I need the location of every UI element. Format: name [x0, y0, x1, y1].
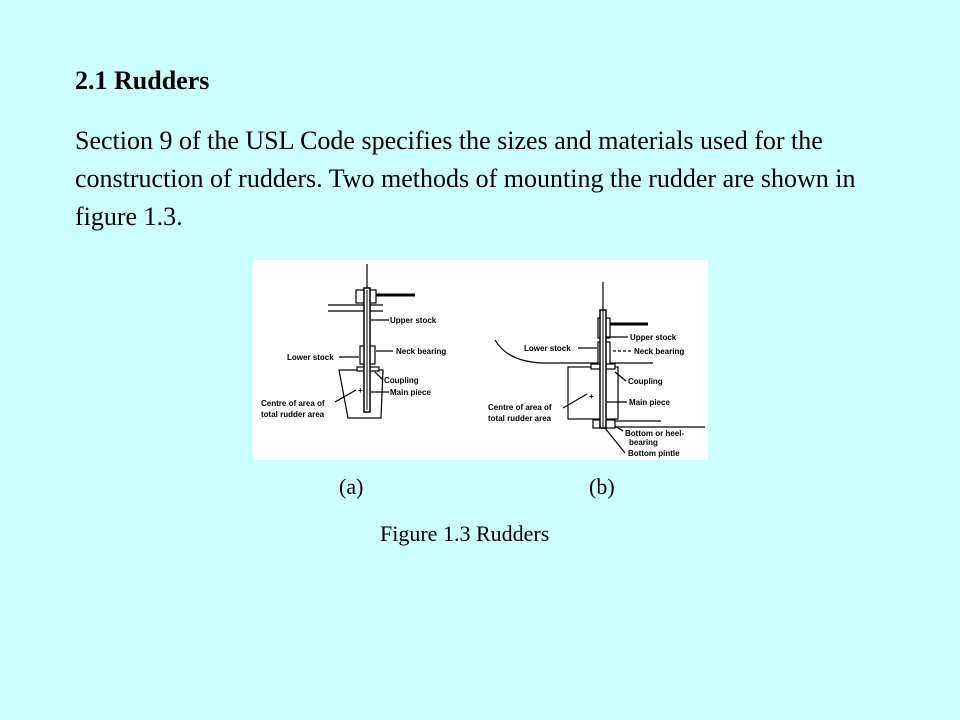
figure-caption: Figure 1.3 Rudders — [380, 521, 550, 546]
label-neck-bearing-a: Neck bearing — [396, 347, 446, 356]
label-lower-stock-b: Lower stock — [524, 344, 571, 353]
subfigure-label-a: (a) — [339, 474, 364, 499]
label-bottom-pintle-b: Bottom pintle — [628, 449, 680, 458]
rudder-diagram-a: + Upper stock Neck bearing Lower stock C… — [261, 264, 446, 419]
label-bottom-bearing-b-1: Bottom or heel- — [625, 429, 684, 438]
section-heading: 2.1 Rudders — [75, 66, 210, 95]
svg-text:+: + — [358, 386, 363, 395]
label-centre-a-2: total rudder area — [261, 410, 325, 419]
rudder-figure: + Upper stock Neck bearing Lower stock C… — [253, 260, 708, 460]
subfigure-label-b: (b) — [589, 474, 615, 499]
label-upper-stock-b: Upper stock — [630, 333, 677, 342]
label-bottom-bearing-b-2: bearing — [629, 438, 658, 447]
label-main-piece-a: Main piece — [390, 388, 431, 397]
label-lower-stock-a: Lower stock — [287, 353, 334, 362]
svg-text:+: + — [589, 392, 594, 401]
label-coupling-a: Coupling — [384, 376, 419, 385]
body-paragraph: Section 9 of the USL Code specifies the … — [75, 126, 856, 231]
label-main-piece-b: Main piece — [629, 398, 670, 407]
label-centre-b-1: Centre of area of — [488, 403, 552, 412]
label-neck-bearing-b: Neck bearing — [634, 347, 684, 356]
label-centre-b-2: total rudder area — [488, 414, 552, 423]
rudder-diagram-b: + Upper stock Neck bearing Lower stock C… — [488, 282, 705, 458]
label-centre-a-1: Centre of area of — [261, 399, 325, 408]
label-coupling-b: Coupling — [628, 377, 663, 386]
label-upper-stock-a: Upper stock — [390, 316, 437, 325]
